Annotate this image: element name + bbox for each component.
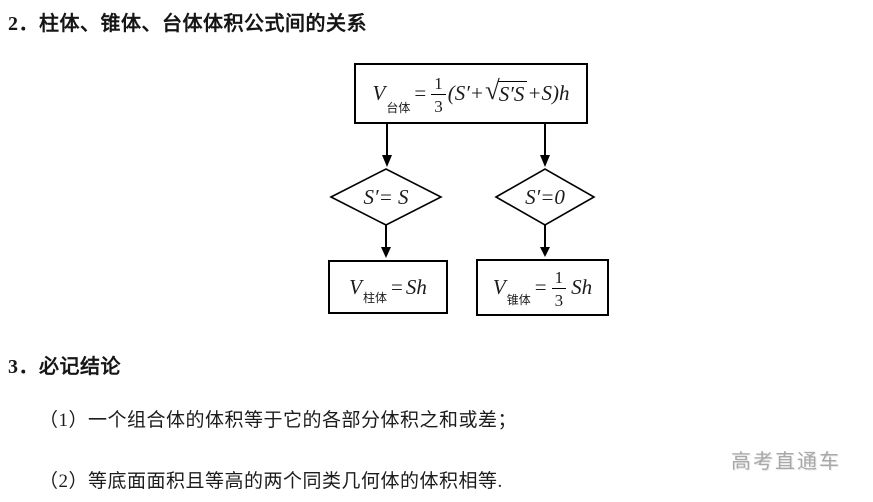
conclusion-item-1: （1）一个组合体的体积等于它的各部分体积之和或差；: [39, 410, 518, 431]
conclusion-item-2: （2）等底面面积且等高的两个同类几何体的体积相等.: [39, 471, 503, 492]
condition-s-prime-equals-zero: S′=0: [525, 184, 565, 209]
flowchart-connector-lines: [329, 122, 596, 258]
radical-sign-icon: √: [484, 74, 500, 105]
arrow-down-icon: [382, 155, 392, 167]
equals-sign: =: [534, 275, 547, 299]
condition-diamond-shape: [329, 168, 443, 226]
formula-text: (S′+: [447, 81, 484, 105]
condition-diamond-shape: [494, 168, 596, 226]
arrow-down-icon: [540, 155, 550, 167]
section-2-heading: 2．柱体、锥体、台体体积公式间的关系: [8, 13, 367, 35]
formula-subscript: 柱体: [362, 291, 387, 305]
formula-variable: V: [349, 274, 362, 299]
formula-variable: V: [372, 81, 386, 105]
equals-sign: =: [391, 274, 403, 299]
watermark-gaokao-express: 高考直通车: [731, 451, 841, 473]
arrow-down-icon: [381, 247, 391, 258]
formula-variable: V: [492, 275, 506, 299]
arrow-down-icon: [540, 247, 550, 257]
condition-s-prime-equals-s: S′= S: [363, 184, 409, 209]
equals-sign: =: [414, 81, 427, 105]
formula-text: Sh: [571, 275, 593, 299]
square-root: √S′S: [484, 74, 528, 107]
formula-text: +S)h: [527, 81, 570, 105]
formula-text: Sh: [405, 274, 427, 299]
section-3-heading: 3．必记结论: [8, 356, 121, 378]
formula-subscript: 台体: [386, 101, 411, 115]
formula-subscript: 锥体: [506, 293, 531, 307]
radicand: S′S: [497, 80, 528, 107]
